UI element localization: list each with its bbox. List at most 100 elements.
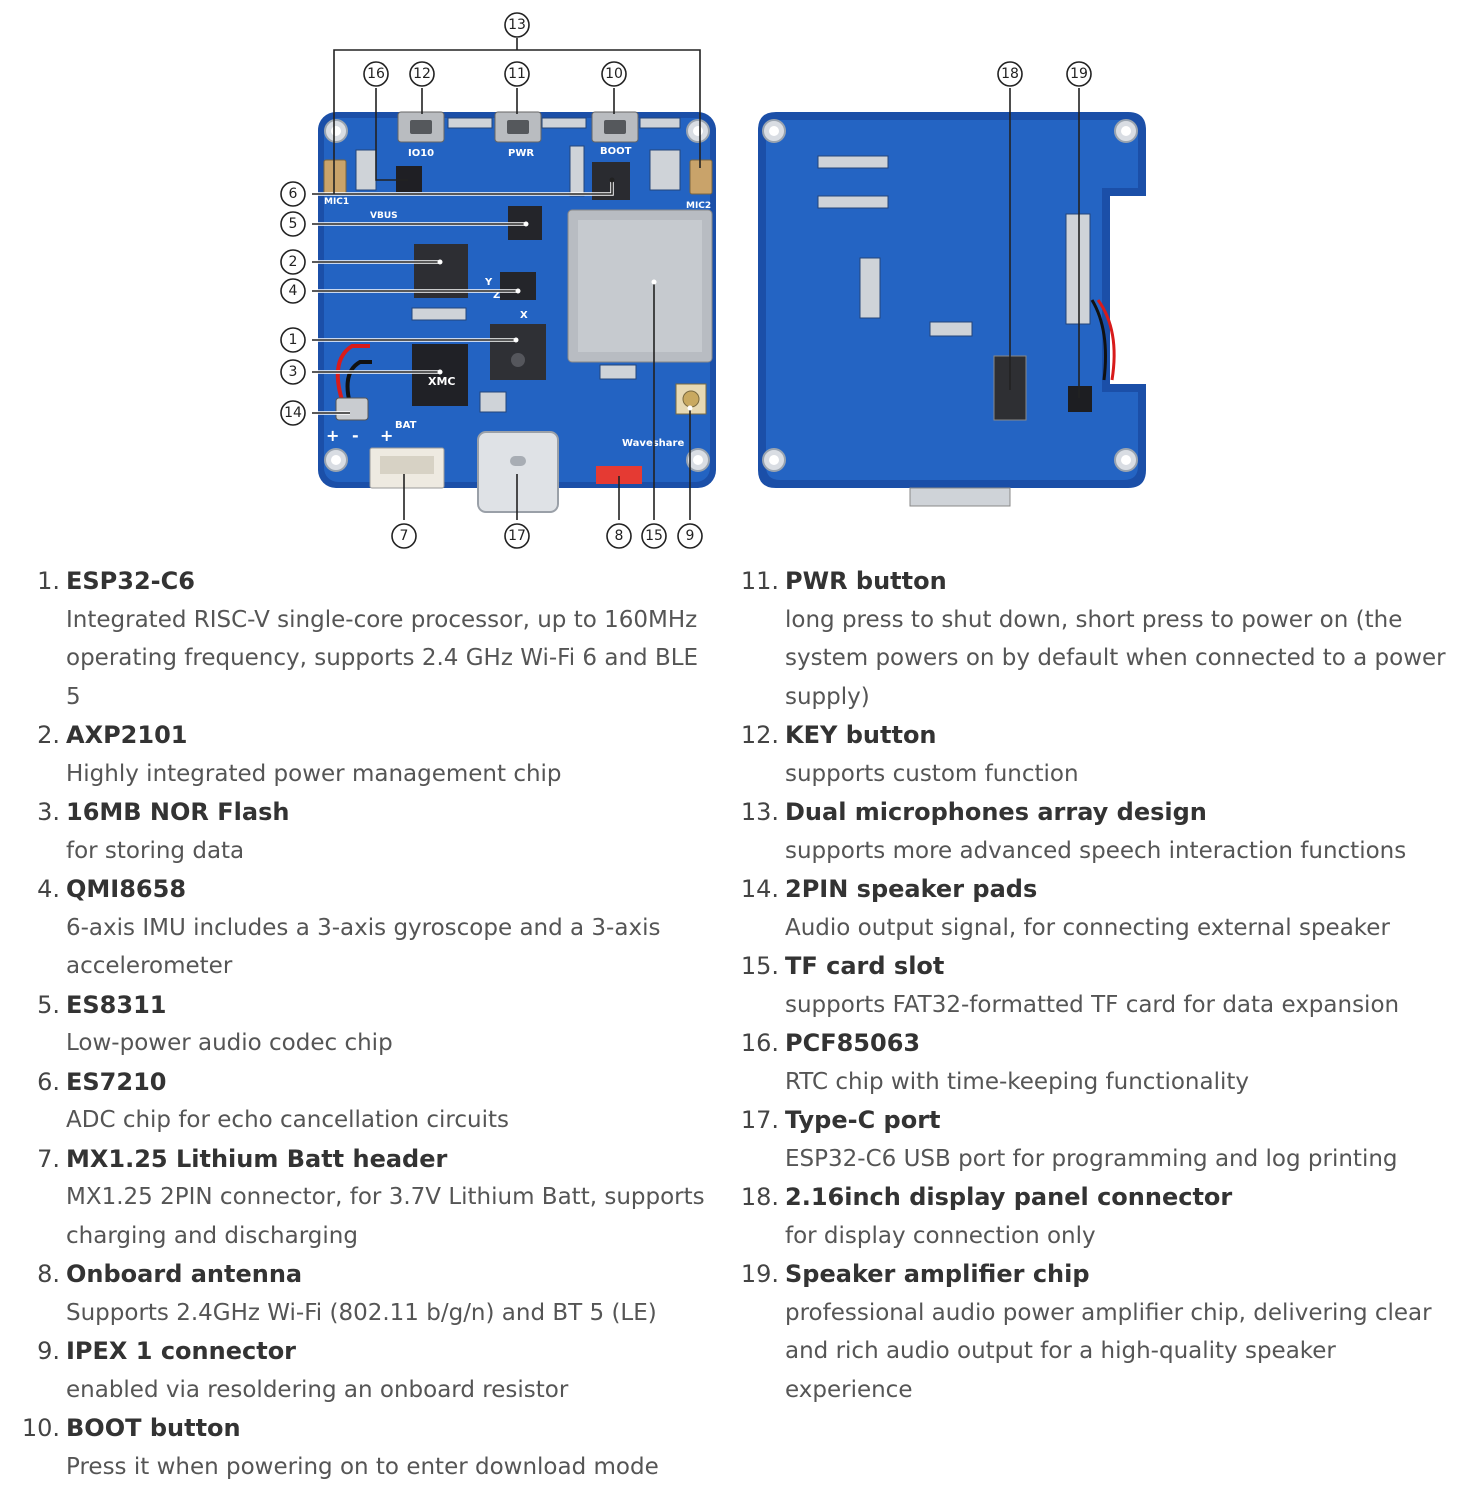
svg-text:19: 19 (1070, 66, 1088, 82)
marker-6: 6 (281, 182, 305, 206)
svg-text:14: 14 (284, 405, 302, 421)
item-description: MX1.25 2PIN connector, for 3.7V Lithium … (66, 1178, 720, 1255)
marker-18: 18 (998, 62, 1022, 86)
marker-9: 9 (678, 524, 702, 548)
item-title: KEY button (785, 716, 1465, 755)
item-number: 17. (735, 1101, 779, 1140)
marker-4: 4 (281, 279, 305, 303)
item-description: supports FAT32-formatted TF card for dat… (785, 986, 1465, 1025)
item-number: 4. (0, 870, 60, 909)
item-title: ES7210 (66, 1063, 720, 1102)
marker-10: 10 (602, 62, 626, 86)
pwr-button (495, 112, 541, 142)
silk-plus-spk: + (326, 426, 339, 445)
silk-mic1: MIC1 (324, 197, 349, 207)
item-description: Highly integrated power management chip (66, 755, 720, 794)
item-description: for display connection only (785, 1217, 1465, 1256)
item-title: AXP2101 (66, 716, 720, 755)
svg-text:11: 11 (508, 66, 526, 82)
item-description: Audio output signal, for connecting exte… (785, 909, 1465, 948)
type-c-port (478, 432, 558, 512)
silk-minus-spk: - (352, 426, 359, 445)
item-title: TF card slot (785, 947, 1465, 986)
marker-11: 11 (505, 62, 529, 86)
marker-8: 8 (607, 524, 631, 548)
svg-text:5: 5 (289, 216, 298, 232)
silk-xmc: XMC (428, 375, 456, 388)
item-number: 16. (735, 1024, 779, 1063)
item-title: ES8311 (66, 986, 720, 1025)
svg-text:1: 1 (289, 332, 298, 348)
item-number: 13. (735, 793, 779, 832)
silk-pwr: PWR (508, 148, 534, 159)
board-back (758, 112, 1146, 506)
item-number: 8. (0, 1255, 60, 1294)
item-title: Speaker amplifier chip (785, 1255, 1465, 1294)
svg-text:16: 16 (367, 66, 385, 82)
key-button (398, 112, 444, 142)
item-title: ESP32-C6 (66, 562, 720, 601)
item-title: PCF85063 (785, 1024, 1465, 1063)
item-description: professional audio power amplifier chip,… (785, 1294, 1465, 1410)
silk-vbus: VBUS (370, 211, 398, 221)
svg-text:4: 4 (289, 283, 298, 299)
speaker-amplifier-chip (1068, 386, 1092, 412)
svg-text:6: 6 (289, 186, 298, 202)
silk-axis-y: Y (484, 277, 493, 288)
item-description: Supports 2.4GHz Wi-Fi (802.11 b/g/n) and… (66, 1294, 720, 1333)
item-number: 2. (0, 716, 60, 755)
item-number: 12. (735, 716, 779, 755)
marker-13: 13 (505, 13, 529, 37)
item-number: 9. (0, 1332, 60, 1371)
item-description: supports custom function (785, 755, 1465, 794)
item-number: 19. (735, 1255, 779, 1294)
item-description: for storing data (66, 832, 720, 871)
item-title: 2PIN speaker pads (785, 870, 1465, 909)
item-title: QMI8658 (66, 870, 720, 909)
item-description: Integrated RISC-V single-core processor,… (66, 601, 720, 717)
item-number: 14. (735, 870, 779, 909)
mic2 (690, 160, 712, 194)
item-description: long press to shut down, short press to … (785, 601, 1465, 717)
item-description: enabled via resoldering an onboard resis… (66, 1371, 720, 1410)
svg-text:7: 7 (400, 528, 409, 544)
item-title: Type-C port (785, 1101, 1465, 1140)
esp32c6-chip (490, 324, 546, 380)
item-number: 11. (735, 562, 779, 601)
svg-text:17: 17 (508, 528, 526, 544)
marker-19: 19 (1067, 62, 1091, 86)
item-title: PWR button (785, 562, 1465, 601)
item-description: 6-axis IMU includes a 3-axis gyroscope a… (66, 909, 720, 986)
marker-7: 7 (392, 524, 416, 548)
item-title: Onboard antenna (66, 1255, 720, 1294)
boot-button (592, 112, 638, 142)
item-number: 7. (0, 1140, 60, 1179)
silk-plus: + (380, 426, 393, 445)
item-number: 10. (0, 1409, 60, 1448)
battery-header (370, 448, 444, 488)
item-description: Press it when powering on to enter downl… (66, 1448, 720, 1486)
item-description: ESP32-C6 USB port for programming and lo… (785, 1140, 1465, 1179)
item-title: IPEX 1 connector (66, 1332, 720, 1371)
svg-text:15: 15 (645, 528, 663, 544)
silk-axis-x: X (520, 310, 528, 321)
item-description: RTC chip with time-keeping functionality (785, 1063, 1465, 1102)
marker-15: 15 (642, 524, 666, 548)
item-number: 3. (0, 793, 60, 832)
